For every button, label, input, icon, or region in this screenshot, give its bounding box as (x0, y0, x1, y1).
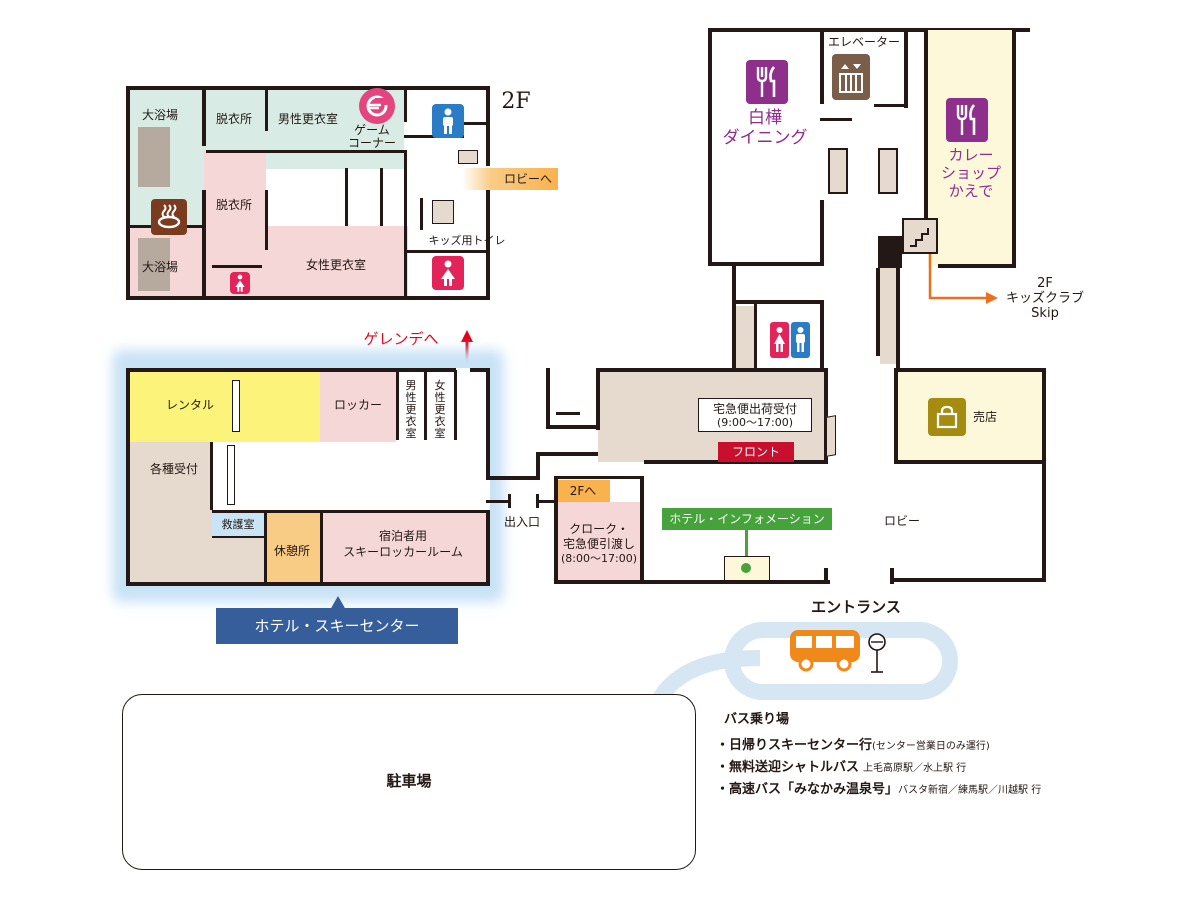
mens-restroom-icon (432, 104, 464, 138)
floor-2f-label: 2F (501, 89, 531, 114)
curry-shop-area (928, 30, 1014, 266)
parking-lot (122, 694, 696, 870)
shop-area (898, 372, 1042, 462)
reception-area (130, 442, 212, 584)
womens-toilet-small-icon (230, 272, 250, 294)
elevator-icon (832, 54, 870, 100)
cloak-label: クローク・ 宅急便引渡し (562, 522, 635, 551)
game-corner-icon (359, 88, 395, 124)
hotel-info-badge (662, 508, 832, 530)
reception-label: 各種受付 (149, 462, 198, 476)
to-2f-label: 2Fへ (569, 484, 597, 498)
bath-tub-bottom (138, 238, 170, 291)
womens-locker-area (266, 226, 408, 297)
entrance-label: エントランス (811, 598, 901, 616)
stairs-icon (902, 218, 938, 254)
rest-area-label: 休憩所 (273, 544, 310, 558)
lobby-label: ロビー (883, 514, 920, 528)
bus-stop-title: バス乗り場 (724, 712, 790, 727)
rest-area (264, 512, 320, 584)
curry-shop-icon (946, 98, 988, 142)
changing-room-label-1: 脱衣所 (215, 112, 252, 126)
kids-club-label: 2F キッズクラブ Skip (1005, 276, 1084, 321)
locker-area (320, 370, 396, 442)
to-lobby-label: ロビーへ (503, 172, 552, 186)
shop-bag-icon (928, 398, 966, 436)
bus-stop-icon (866, 632, 888, 674)
to-slopes-label: ゲレンデへ (363, 330, 439, 348)
bus-icon (788, 628, 862, 672)
kids-toilet-block (432, 200, 454, 224)
bath-tub-top (138, 127, 170, 187)
womens-restroom-icon (432, 256, 464, 290)
dining-label: 白樺 ダイニング (722, 108, 808, 148)
restroom-icon (770, 322, 810, 360)
big-bath-label-bottom: 大浴場 (141, 260, 178, 274)
curry-shop-label: カレー ショップ かえで (940, 146, 1001, 200)
parking-label: 駐車場 (386, 772, 432, 790)
front-badge (718, 442, 794, 462)
hotel-info-label: ホテル・インフォメーション (669, 512, 825, 526)
ski-center-banner-label: ホテル・スキーセンター (254, 617, 420, 635)
bus-line-3-note: バスタ新宿／練馬駅／川越駅 行 (898, 785, 1042, 796)
locker-label: ロッカー (333, 398, 382, 412)
rental-area (130, 370, 320, 442)
delivery-desk-label: 宅急便出荷受付 (712, 402, 797, 416)
womens-locker-label: 女性更衣室 (305, 258, 366, 272)
cloak-area (556, 502, 642, 582)
dining-icon (746, 60, 788, 104)
stair-block-2f (458, 150, 478, 164)
womens-changing-label: 女性更衣室 (434, 379, 446, 440)
shop-label: 売店 (972, 410, 997, 424)
mens-locker-label: 男性更衣室 (277, 112, 338, 126)
big-bath-label-top: 大浴場 (141, 108, 178, 122)
front-label: フロント (731, 445, 780, 459)
hot-spring-icon (151, 199, 187, 235)
rental-label: レンタル (165, 398, 214, 412)
bus-line-2: ・無料送迎シャトルバス (716, 760, 860, 775)
bus-line-1-note: (センター営業日のみ運行) (872, 741, 990, 752)
bus-line-2-note: 上毛高原駅／水上駅 行 (863, 763, 967, 774)
cloak-hours-label: (8:00～17:00) (561, 552, 637, 565)
delivery-desk-box (698, 398, 812, 432)
guest-ski-locker-area (320, 512, 486, 584)
delivery-hours-label: (9:00～17:00) (717, 416, 793, 429)
to-2f-badge (556, 480, 610, 502)
ski-center-banner (216, 608, 458, 644)
elevator-label: エレベーター (827, 35, 900, 49)
game-corner-label: ゲーム コーナー (347, 123, 396, 150)
changing-room-label-2: 脱衣所 (215, 198, 252, 212)
guest-ski-locker-label: 宿泊者用 スキーロッカールーム (343, 529, 463, 559)
to-lobby-strip (462, 168, 558, 190)
kids-club-arrow (928, 254, 998, 304)
exit-entrance-label: 出入口 (503, 515, 540, 529)
bus-line-1: ・日帰りスキーセンター行 (716, 738, 873, 753)
kids-toilet-label: キッズ用トイレ (428, 234, 506, 247)
first-aid-label: 救護室 (221, 518, 255, 531)
bus-line-3: ・高速バス「みなかみ温泉号」 (716, 782, 899, 797)
mens-changing-label: 男性更衣室 (405, 379, 417, 440)
first-aid-area (212, 512, 264, 538)
